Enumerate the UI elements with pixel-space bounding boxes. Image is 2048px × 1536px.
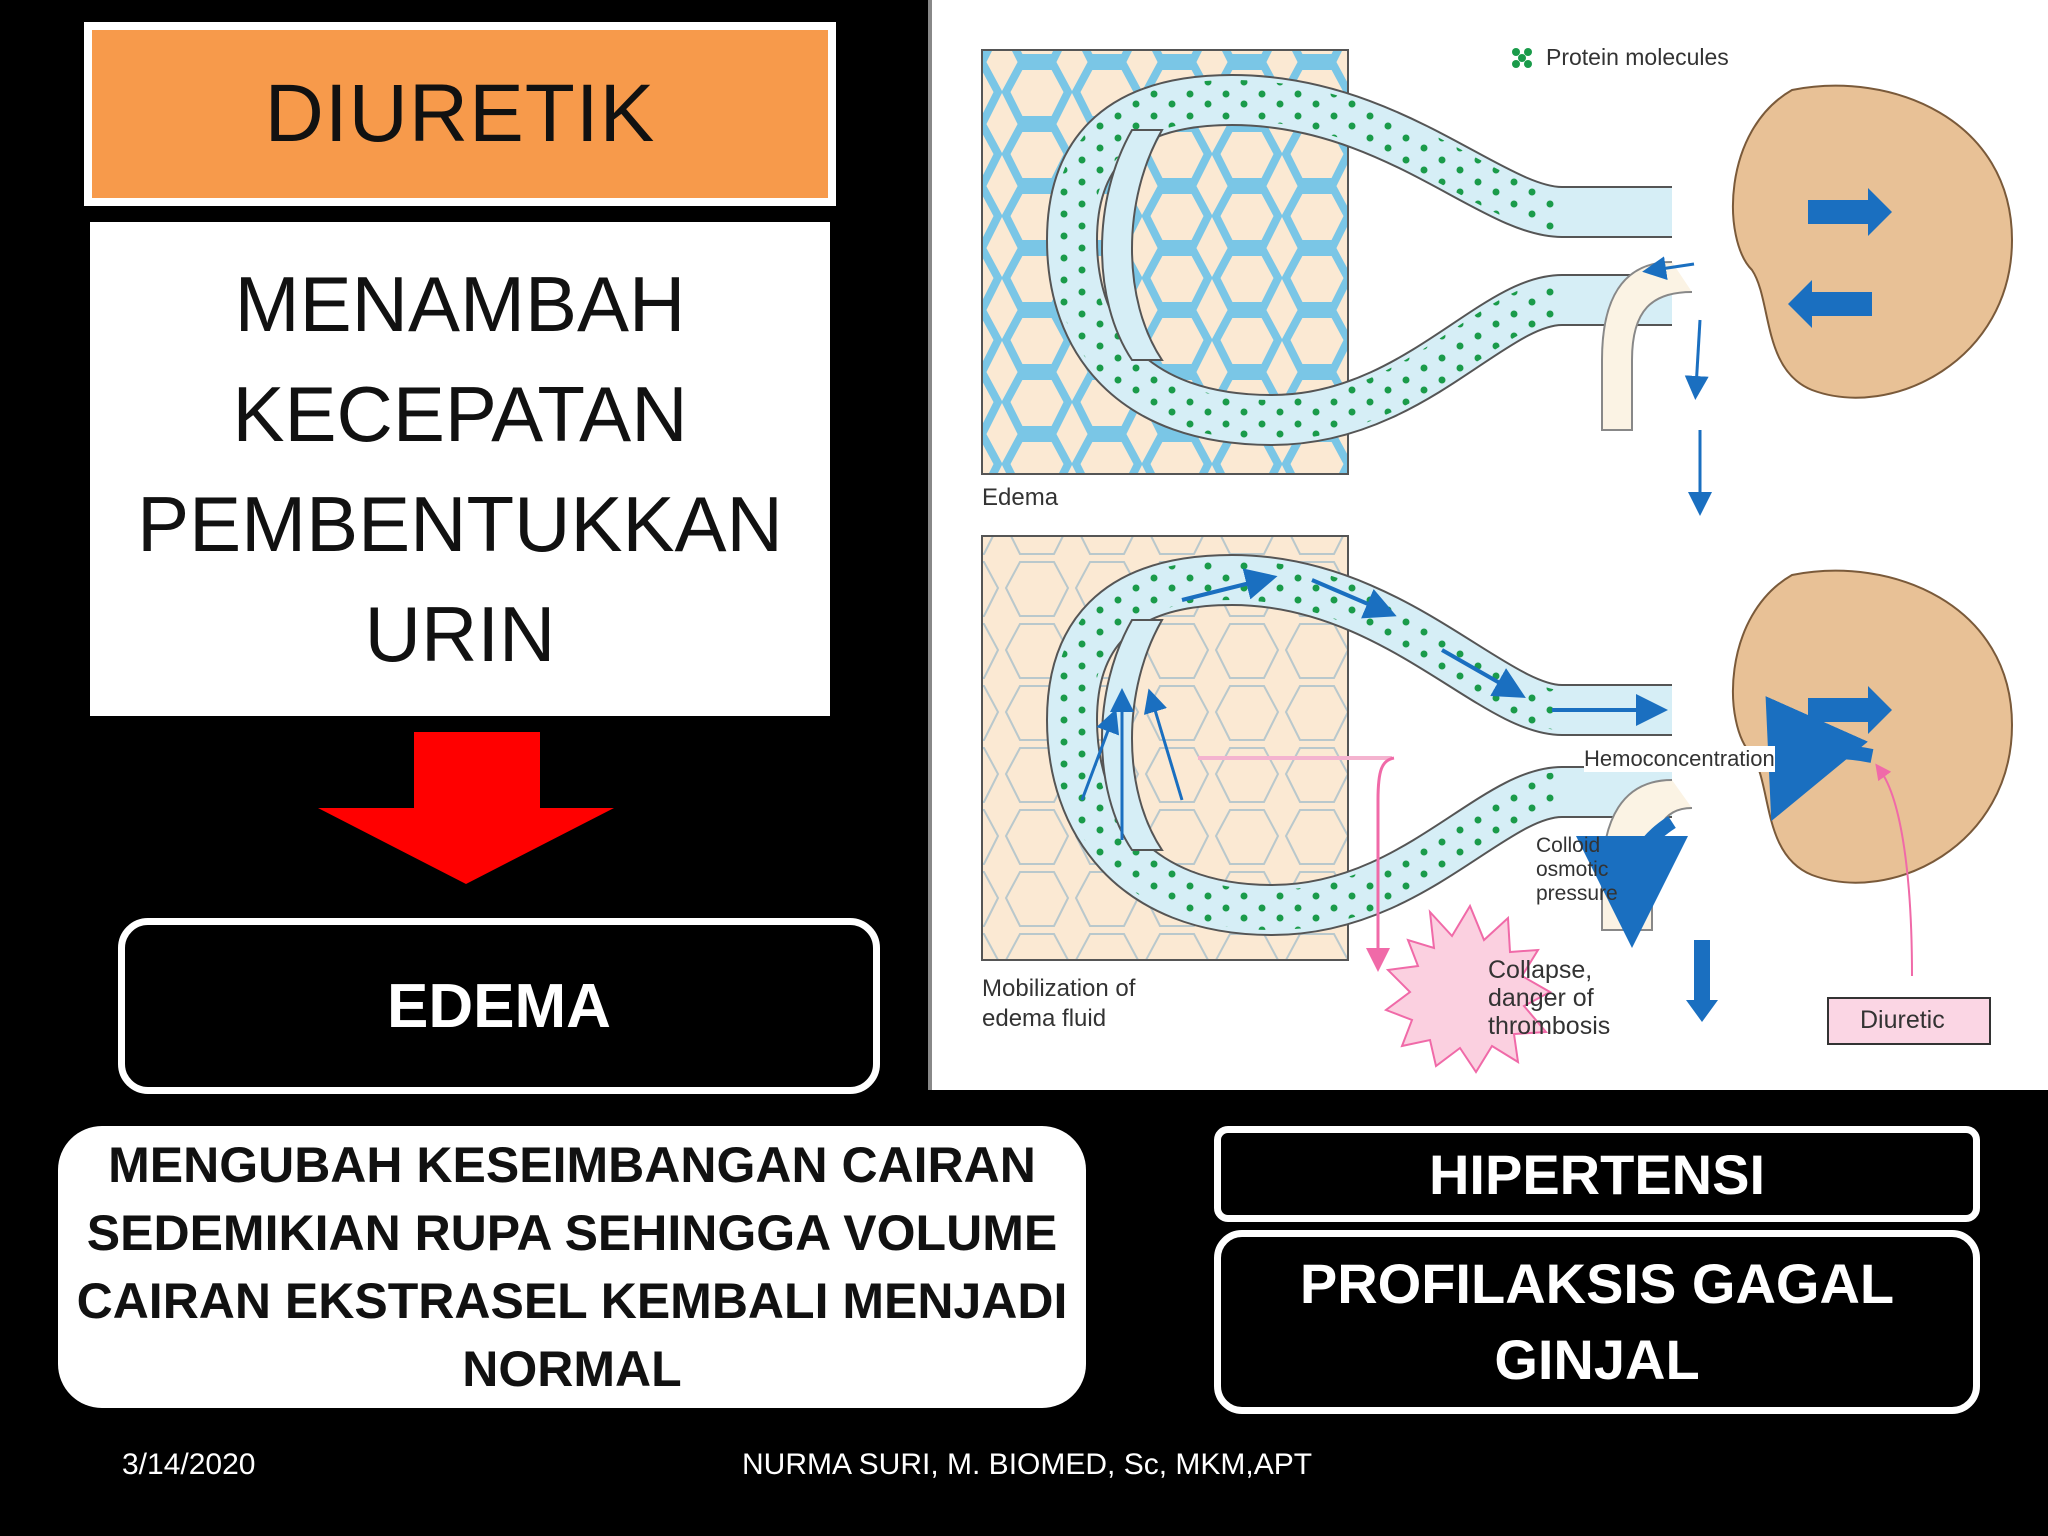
- profilaksis-line: GINJAL: [1494, 1328, 1700, 1391]
- colloid-label: Colloid osmotic pressure: [1536, 834, 1618, 906]
- collapse-label-line: danger of: [1488, 984, 1594, 1012]
- title-box: DIURETIK: [84, 22, 836, 206]
- fluid-balance-line: CAIRAN EKSTRASEL KEMBALI MENJADI: [76, 1273, 1068, 1329]
- fluid-balance-line: MENGUBAH KESEIMBANGAN CAIRAN: [108, 1137, 1036, 1193]
- colloid-label-line: pressure: [1536, 882, 1618, 905]
- colloid-label-line: Colloid: [1536, 834, 1601, 857]
- main-statement: MENAMBAH KECEPATAN PEMBENTUKKAN URIN: [137, 249, 783, 689]
- profilaksis-text: PROFILAKSIS GAGAL GINJAL: [1300, 1246, 1894, 1398]
- edema-diuretic-diagram: Protein molecules Edema Mobilization of …: [928, 0, 2048, 1090]
- footer-date: 3/14/2020: [122, 1448, 256, 1481]
- diagram-graphic: [981, 48, 2014, 1074]
- main-statement-box: MENAMBAH KECEPATAN PEMBENTUKKAN URIN: [90, 222, 830, 716]
- hipertensi-box: HIPERTENSI: [1214, 1126, 1980, 1222]
- protein-legend-icon: [1512, 48, 1532, 68]
- collapse-starburst-icon: [1383, 903, 1553, 1074]
- panel-bottom-label-line: edema fluid: [982, 1005, 1107, 1032]
- main-statement-line: KECEPATAN: [232, 370, 688, 458]
- footer-author: NURMA SURI, M. BIOMED, Sc, MKM,APT: [742, 1448, 1313, 1481]
- down-arrow-icon: [318, 732, 614, 884]
- panel-bottom-label-line: Mobilization of: [982, 975, 1136, 1002]
- flow-arrow-icon: [1808, 200, 1868, 224]
- fluid-balance-box: MENGUBAH KESEIMBANGAN CAIRAN SEDEMIKIAN …: [58, 1126, 1086, 1408]
- panel-top-label: Edema: [982, 484, 1059, 511]
- kidney-top-icon: [1732, 84, 2014, 399]
- slide-title: DIURETIK: [264, 68, 656, 159]
- collapse-label: Collapse, danger of thrombosis: [1488, 956, 1610, 1040]
- fluid-balance-line: NORMAL: [462, 1341, 682, 1397]
- fluid-balance-text: MENGUBAH KESEIMBANGAN CAIRAN SEDEMIKIAN …: [77, 1131, 1068, 1403]
- diuretic-label: Diuretic: [1860, 1006, 1945, 1034]
- panel-bottom-label: Mobilization of edema fluid: [982, 974, 1135, 1034]
- hipertensi-label: HIPERTENSI: [1428, 1142, 1766, 1206]
- colloid-label-line: osmotic: [1536, 858, 1609, 881]
- diuretic-label-box: [1827, 997, 1991, 1045]
- legend-label: Protein molecules: [1546, 44, 1729, 70]
- main-statement-line: MENAMBAH: [234, 260, 686, 348]
- main-statement-line: PEMBENTUKKAN: [137, 480, 783, 568]
- main-statement-line: URIN: [364, 590, 556, 678]
- fluid-balance-line: SEDEMIKIAN RUPA SEHINGGA VOLUME: [86, 1205, 1058, 1261]
- collapse-label-line: thrombosis: [1488, 1012, 1611, 1040]
- profilaksis-line: PROFILAKSIS GAGAL: [1299, 1252, 1895, 1315]
- hemoconcentration-label: Hemoconcentration: [1584, 746, 1775, 772]
- edema-box: EDEMA: [118, 918, 880, 1094]
- profilaksis-box: PROFILAKSIS GAGAL GINJAL: [1214, 1230, 1980, 1414]
- edema-label: EDEMA: [387, 971, 611, 1041]
- collapse-label-line: Collapse,: [1488, 956, 1593, 984]
- blood-vessel-bottom: [1045, 553, 1672, 937]
